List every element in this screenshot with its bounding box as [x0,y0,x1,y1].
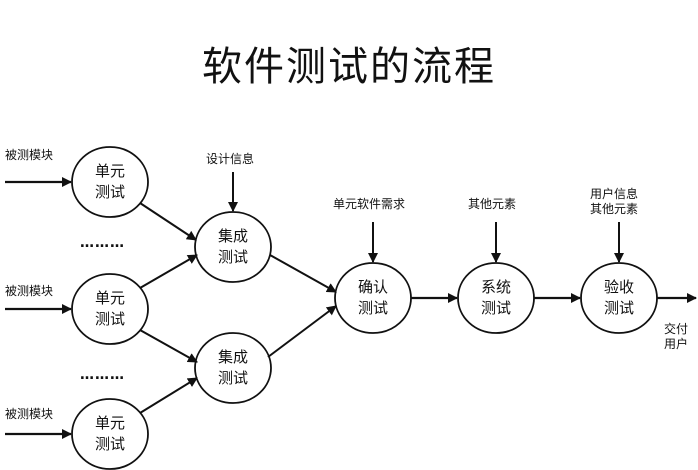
integration-test-1-label: 集成 测试 [203,226,263,268]
unit-test-2-line-1: 单元 [94,289,125,307]
confirm-test-label: 确认 测试 [343,277,403,319]
delivery-label: 交付 用户 [664,322,688,352]
system-test-line-2: 测试 [480,299,511,317]
arrow-integration1-to-confirm [269,254,337,293]
module-label-3: 被测模块 [5,407,54,421]
unit-test-2-label: 单元 测试 [80,288,140,330]
unit-test-3-label: 单元 测试 [80,413,140,455]
integration-test-1-line-2: 测试 [217,248,248,266]
confirm-test-line-2: 测试 [357,299,388,317]
unit-test-node-1 [71,146,149,218]
diagram-title: 软件测试的流程 [202,44,496,90]
other-elements-label: 其他元素 [468,197,517,211]
unit-test-3-line-2: 测试 [94,435,125,453]
arrow-unit2-to-integration1 [139,254,198,289]
user-info-line-1: 用户信息 [590,187,639,201]
integration-test-2-line-2: 测试 [217,369,248,387]
arrow-unit3-to-integration2 [139,377,198,414]
unit-requirements-label: 单元软件需求 [333,197,406,211]
unit-test-node-2 [71,273,149,345]
user-info-line-2: 其他元素 [590,202,639,216]
arrow-unit1-to-integration1 [139,202,197,241]
arrow-integration2-to-confirm [267,305,337,358]
unit-test-node-3 [71,398,149,470]
integration-test-node-2 [194,332,272,404]
system-test-label: 系统 测试 [466,277,526,319]
ellipsis-2: ……… [80,367,125,383]
design-info-label: 设计信息 [206,152,255,166]
unit-test-2-line-2: 测试 [94,310,125,328]
delivery-line-1: 交付 [664,322,689,336]
user-info-label: 用户信息 其他元素 [590,187,638,217]
integration-test-2-line-1: 集成 [217,348,248,366]
acceptance-test-line-1: 验收 [603,278,634,296]
integration-test-node-1 [194,211,272,283]
unit-test-1-line-2: 测试 [94,183,125,201]
module-label-1: 被测模块 [5,148,54,162]
acceptance-test-label: 验收 测试 [589,277,649,319]
integration-test-1-line-1: 集成 [217,227,248,245]
ellipsis-1: ……… [80,235,125,251]
unit-test-1-line-1: 单元 [94,162,125,180]
arrow-unit2-to-integration2 [139,329,198,363]
integration-test-2-label: 集成 测试 [203,347,263,389]
delivery-line-2: 用户 [664,337,689,351]
unit-test-3-line-1: 单元 [94,414,125,432]
confirm-test-line-1: 确认 [357,278,388,296]
module-label-2: 被测模块 [5,284,54,298]
system-test-line-1: 系统 [480,278,511,296]
acceptance-test-line-2: 测试 [603,299,634,317]
unit-test-1-label: 单元 测试 [80,161,140,203]
